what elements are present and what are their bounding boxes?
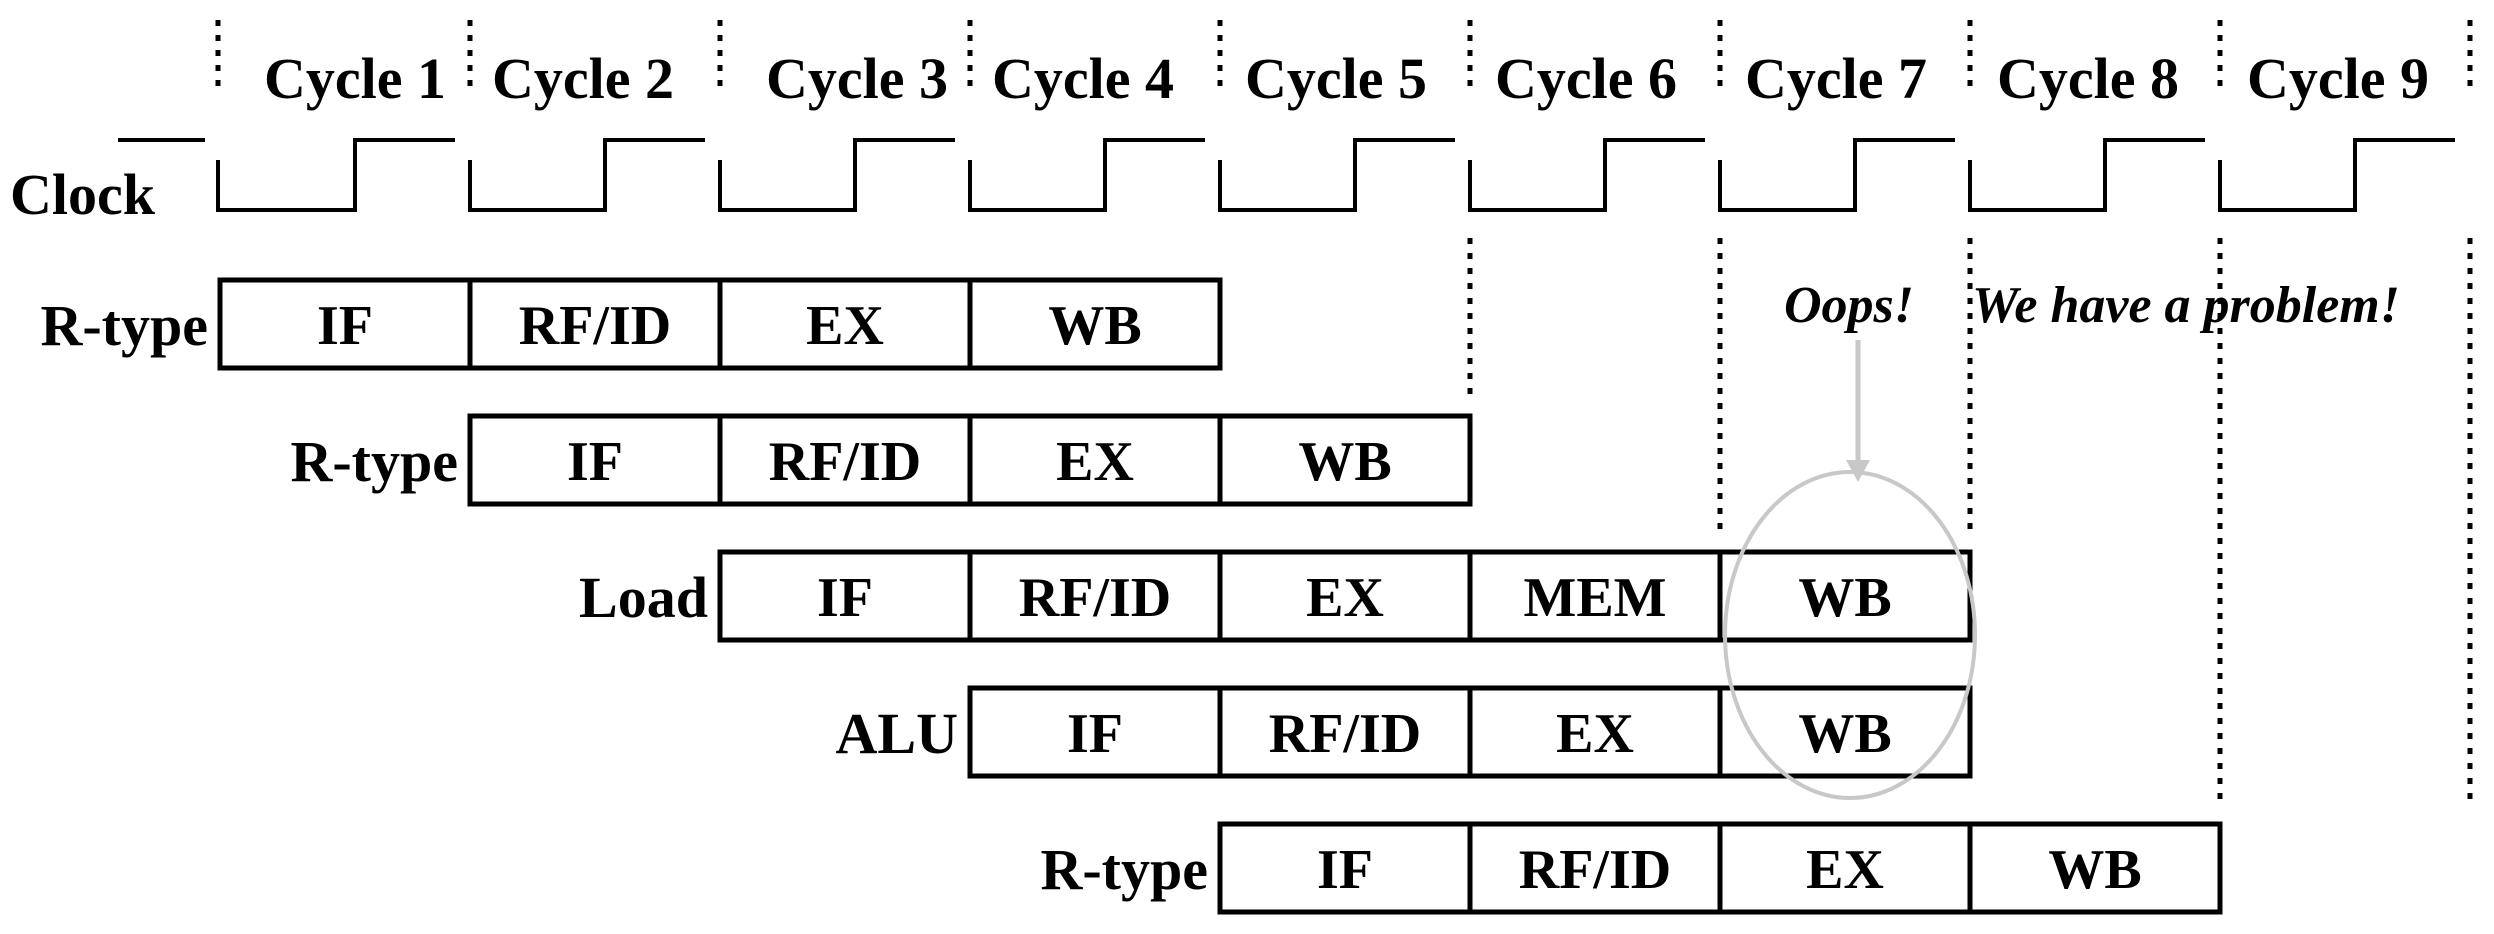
stage-label: IF [1317,839,1373,901]
instruction-label: R-type [40,293,208,358]
cycle-label: Cycle 3 [766,46,948,111]
instruction-row: R-type IF RF/ID EX WB [290,413,1473,507]
instruction-label: R-type [290,429,458,494]
stage-box [1217,821,1473,915]
cycle-label: Cycle 2 [492,46,674,111]
stage-box [717,413,973,507]
stage-box [1467,685,1723,779]
stage-label: IF [817,567,873,629]
cycle-label: Cycle 5 [1245,46,1427,111]
stage-box [967,549,1223,643]
stage-box [717,277,973,371]
stage-box [967,413,1223,507]
stage-box [1217,413,1473,507]
hazard-highlight-ellipse [1723,470,1977,800]
instruction-row: R-type IF RF/ID EX WB [1040,821,2223,915]
stage-box [717,549,973,643]
stage-box [1467,821,1723,915]
oops-note: Oops! [1784,277,1914,334]
hazard-annotation: Oops! We have a problem! [1723,277,2400,800]
stage-box [967,277,1223,371]
instruction-row: R-type IF RF/ID EX WB [40,277,1223,371]
stage-label: IF [317,295,373,357]
cycle-label: Cycle 7 [1745,46,1927,111]
stage-label: WB [2048,839,2141,901]
stage-label: WB [1048,295,1141,357]
stage-label: RF/ID [1269,703,1421,765]
stage-label: WB [1298,431,1391,493]
instruction-row: Load IF RF/ID EX MEM WB [579,549,1973,643]
stage-label: EX [1056,431,1134,493]
instruction-label: ALU [836,701,958,766]
stage-label: IF [1067,703,1123,765]
stage-label: MEM [1523,567,1666,629]
stage-label: RF/ID [1019,567,1171,629]
stage-label: EX [1306,567,1384,629]
stage-label: WB [1798,567,1891,629]
stage-box [1967,821,2223,915]
cycle-label: Cycle 8 [1997,46,2179,111]
cycle-label: Cycle 9 [2247,46,2429,111]
stage-box [1217,549,1473,643]
cycle-header: Cycle 1 Cycle 2 Cycle 3 Cycle 4 Cycle 5 … [264,46,2429,111]
cycle-label: Cycle 1 [264,46,446,111]
stage-box [1717,821,1973,915]
stage-label: RF/ID [1519,839,1671,901]
instruction-label: R-type [1040,837,1208,902]
stage-box [1467,549,1723,643]
stage-label: EX [1556,703,1634,765]
stage-label: EX [1806,839,1884,901]
instruction-label: Load [579,565,708,630]
stage-box [217,277,473,371]
stage-box [1217,685,1473,779]
stage-label: WB [1798,703,1891,765]
problem-note: We have a problem! [1972,277,2400,334]
cycle-label: Cycle 4 [992,46,1174,111]
instruction-row: ALU IF RF/ID EX WB [836,685,1973,779]
cycle-label: Cycle 6 [1495,46,1677,111]
cycle-separators [215,20,2473,805]
stage-box [467,413,723,507]
clock-waveform [118,138,2455,212]
clock-label: Clock [10,162,156,227]
stage-label: RF/ID [769,431,921,493]
stage-label: EX [806,295,884,357]
stage-label: IF [567,431,623,493]
stage-label: RF/ID [519,295,671,357]
